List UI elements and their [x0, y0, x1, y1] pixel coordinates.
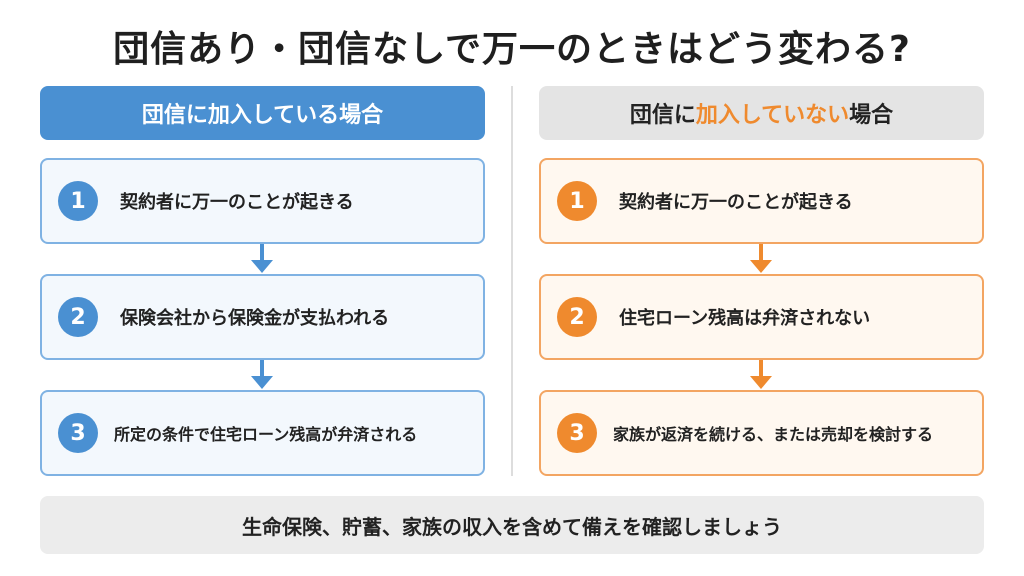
step-card-2: 2 住宅ローン残高は弁済されない	[539, 274, 984, 360]
step-text-3: 所定の条件で住宅ローン残高が弁済される	[114, 425, 418, 444]
down-arrow-icon	[750, 360, 772, 389]
step-card-3: 3 所定の条件で住宅ローン残高が弁済される	[40, 390, 485, 476]
step-text-1: 契約者に万一のことが起きる	[120, 192, 354, 213]
step-number-3: 3	[58, 413, 98, 453]
page-title: 団信あり・団信なしで万一のときはどう変わる?	[113, 29, 911, 70]
step-text-3: 家族が返済を続ける、または売却を検討する	[613, 425, 934, 444]
column-divider	[511, 86, 513, 476]
header-suffix: 場合	[849, 103, 894, 128]
column-not-enrolled: 団信に加入していない場合 1 契約者に万一のことが起きる 2 住宅ローン残高は弁…	[539, 86, 984, 476]
down-arrow-icon	[251, 244, 273, 273]
header-prefix: 団信に	[629, 103, 696, 128]
step-number-1: 1	[58, 181, 98, 221]
step-card-1: 1 契約者に万一のことが起きる	[539, 158, 984, 244]
down-arrow-icon	[251, 360, 273, 389]
column-header-enrolled: 団信に加入している場合	[40, 86, 485, 140]
step-text-2: 保険会社から保険金が支払われる	[120, 308, 390, 329]
step-card-1: 1 契約者に万一のことが起きる	[40, 158, 485, 244]
step-card-2: 2 保険会社から保険金が支払われる	[40, 274, 485, 360]
column-enrolled: 団信に加入している場合 1 契約者に万一のことが起きる 2 保険会社から保険金が…	[40, 86, 485, 476]
step-number-2: 2	[557, 297, 597, 337]
step-text-2: 住宅ローン残高は弁済されない	[619, 308, 871, 329]
down-arrow-icon	[750, 244, 772, 273]
step-number-2: 2	[58, 297, 98, 337]
step-text-1: 契約者に万一のことが起きる	[619, 192, 853, 213]
footer-note: 生命保険、貯蓄、家族の収入を含めて備えを確認しましょう	[40, 496, 984, 554]
step-card-3: 3 家族が返済を続ける、または売却を検討する	[539, 390, 984, 476]
step-number-3: 3	[557, 413, 597, 453]
header-highlight: 加入していない	[695, 103, 850, 128]
step-number-1: 1	[557, 181, 597, 221]
column-header-not-enrolled: 団信に加入していない場合	[539, 86, 984, 140]
